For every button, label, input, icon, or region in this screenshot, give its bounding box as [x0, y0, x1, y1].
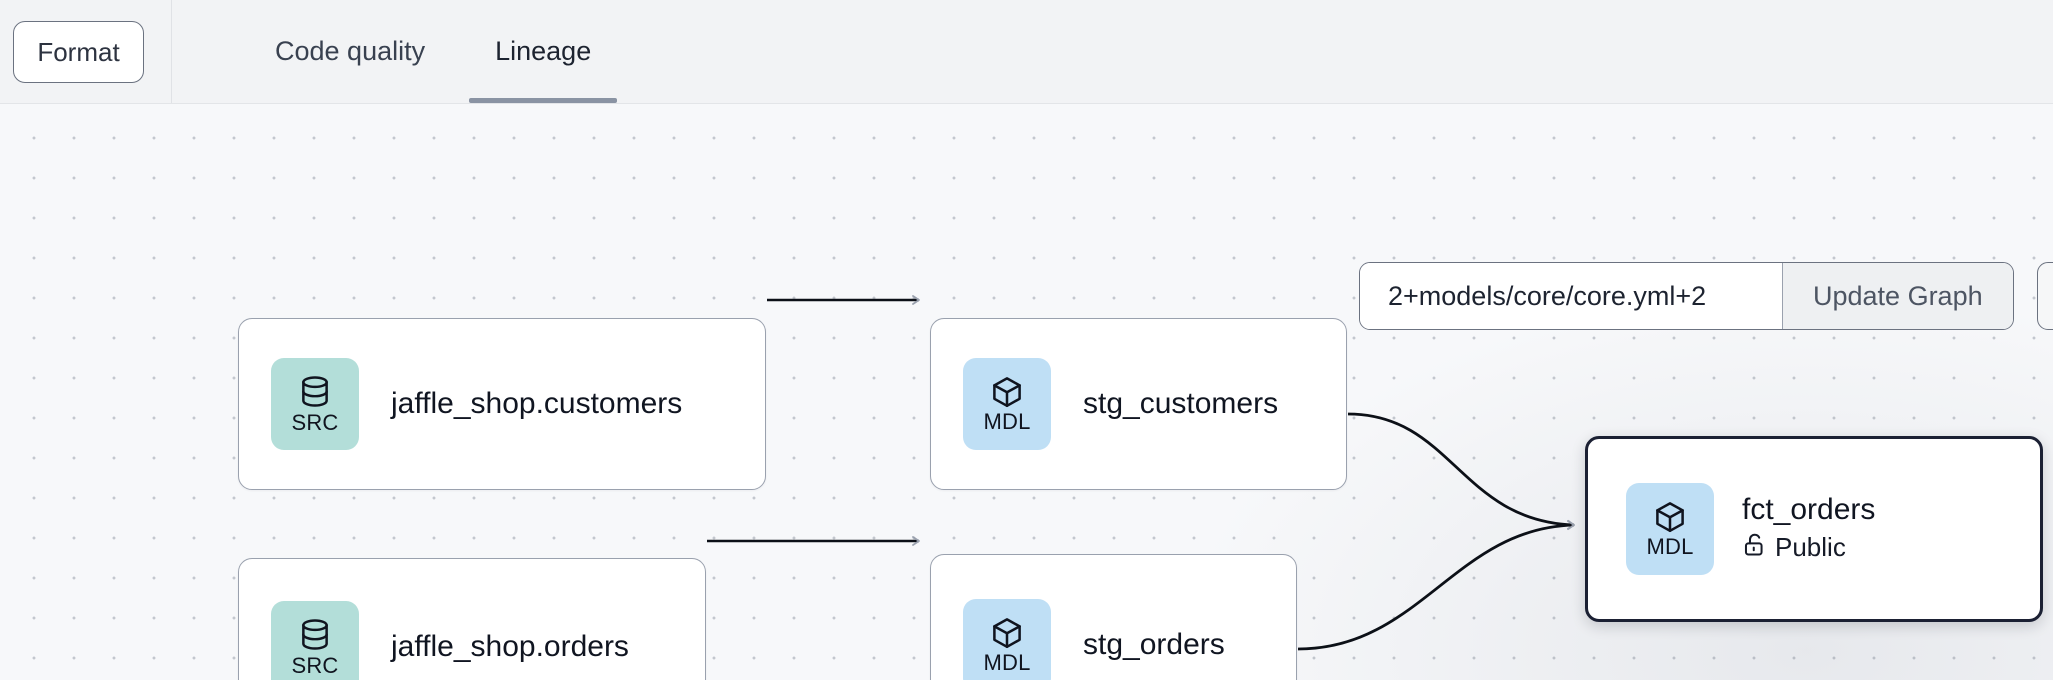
node-title: fct_orders	[1742, 493, 1876, 527]
node-title: jaffle_shop.orders	[391, 629, 629, 663]
node-type-badge-label: SRC	[291, 652, 339, 678]
node-type-badge-label: SRC	[291, 409, 339, 435]
graph-side-control[interactable]	[2037, 262, 2053, 330]
node-title: jaffle_shop.customers	[391, 386, 683, 420]
cube-icon	[1653, 500, 1687, 535]
node-type-badge-src: SRC	[271, 601, 359, 680]
node-title: stg_orders	[1083, 627, 1225, 661]
toolbar: Format Code quality Lineage	[0, 0, 2053, 104]
lineage-canvas[interactable]: SRC jaffle_shop.customers MDL stg_custo	[0, 104, 2053, 680]
node-type-badge-mdl: MDL	[1626, 483, 1714, 575]
graph-controls: Update Graph	[1359, 262, 2014, 330]
edge-stg-orders-to-fct-orders	[1297, 520, 1575, 651]
node-type-badge-src: SRC	[271, 358, 359, 450]
unlock-icon	[1742, 532, 1766, 565]
node-type-badge-label: MDL	[1646, 534, 1694, 559]
format-button[interactable]: Format	[13, 20, 144, 83]
node-access-label: Public	[1775, 532, 1846, 563]
node-body: fct_orders Public	[1742, 493, 1875, 564]
dbt-selector-input[interactable]	[1360, 263, 1782, 329]
node-type-badge-label: MDL	[983, 650, 1031, 675]
node-title: stg_customers	[1083, 386, 1279, 420]
tab-bar: Code quality Lineage	[172, 0, 626, 103]
tab-lineage[interactable]: Lineage	[460, 0, 626, 103]
edge-stg-customers-to-fct-orders	[1347, 412, 1575, 530]
lineage-node-stg-orders[interactable]: MDL stg_orders	[930, 554, 1297, 680]
node-type-badge-mdl: MDL	[963, 358, 1051, 450]
lineage-edges	[707, 295, 1575, 651]
tab-code-quality[interactable]: Code quality	[275, 36, 426, 66]
node-type-badge-mdl: MDL	[963, 599, 1051, 680]
node-type-badge-label: MDL	[983, 409, 1031, 434]
update-graph-button[interactable]: Update Graph	[1782, 263, 2013, 329]
lineage-node-stg-customers[interactable]: MDL stg_customers	[930, 318, 1347, 490]
node-access-badge: Public	[1742, 532, 1875, 565]
cube-icon	[990, 375, 1024, 410]
node-body: stg_orders	[1083, 628, 1225, 663]
cube-icon	[990, 616, 1024, 651]
database-icon	[298, 375, 332, 411]
database-icon	[298, 618, 332, 654]
lineage-node-fct-orders[interactable]: MDL fct_orders Public	[1585, 436, 2043, 622]
node-body: jaffle_shop.customers	[391, 387, 682, 422]
lineage-node-src-customers[interactable]: SRC jaffle_shop.customers	[238, 318, 766, 490]
node-body: jaffle_shop.orders	[391, 630, 629, 665]
toolbar-left-section: Format	[0, 0, 172, 103]
node-body: stg_customers	[1083, 387, 1278, 422]
lineage-node-src-orders[interactable]: SRC jaffle_shop.orders	[238, 558, 706, 680]
